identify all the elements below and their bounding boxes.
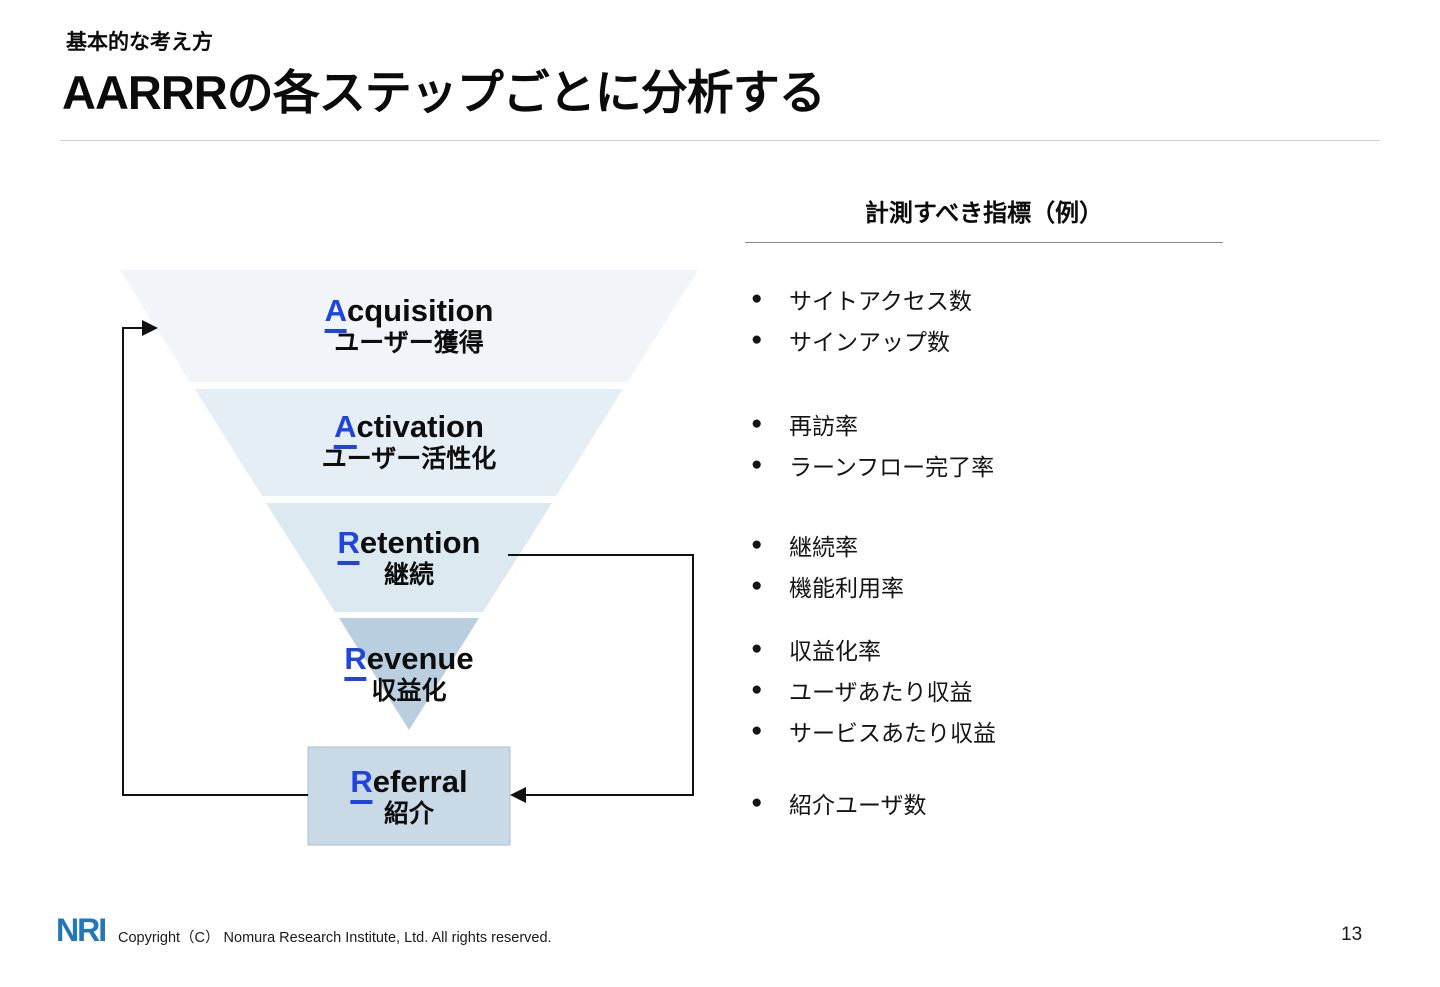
bullet-icon: ● [751,328,763,350]
metrics-group-acquisition: ● サイトアクセス数 ● サインアップ数 [745,278,1215,360]
bullet-icon: ● [751,791,763,813]
step-rest: ctivation [356,409,484,444]
step-label-en: Revenue [344,641,474,681]
funnel-band-retention [266,503,552,612]
list-item: ● 紹介ユーザ数 [745,782,1215,823]
list-item: ● 収益化率 [745,628,1215,669]
metrics-group-revenue: ● 収益化率 ● ユーザあたり収益 ● サービスあたり収益 [745,628,1215,751]
referral-box [307,746,511,846]
metric-label: ラーンフロー完了率 [789,453,995,480]
step-initial: R [337,525,360,565]
step-label-jp: 紹介 [383,800,434,828]
metric-label: 機能利用率 [789,574,904,601]
kicker: 基本的な考え方 [66,31,213,54]
bullet-icon: ● [751,719,763,741]
title-divider [60,140,1380,141]
step-initial: R [344,641,367,681]
page-title: AARRRの各ステップごとに分析する [62,66,826,119]
step-label-jp: ユーザー活性化 [321,445,497,473]
step-label-jp: ユーザー獲得 [334,329,484,357]
step-label-jp: 継続 [383,561,435,589]
metrics-group-referral: ● 紹介ユーザ数 [745,782,1215,823]
metrics-group-retention: ● 継続率 ● 機能利用率 [745,524,1215,606]
funnel-step-retention: Retention 継続 [337,525,481,591]
funnel-step-revenue: Revenue 収益化 [344,641,474,707]
funnel-step-acquisition: Acquisition ユーザー獲得 [324,293,494,359]
bullet-icon: ● [751,678,763,700]
list-item: ● サイトアクセス数 [745,278,1215,319]
nri-logo: NRI [56,912,107,948]
step-initial: A [324,293,347,333]
list-item: ● サービスあたり収益 [745,710,1215,751]
step-rest: etention [359,525,481,560]
metric-label: サイトアクセス数 [789,287,972,314]
bullet-icon: ● [751,637,763,659]
loop-arrow-retention-to-referral [508,554,694,796]
metrics-heading: 計測すべき指標（例） [745,193,1223,243]
page-number: 13 [1341,924,1363,945]
step-label-en: Referral [350,764,468,804]
step-label-en: Activation [322,409,497,449]
bullet-icon: ● [751,412,763,434]
metric-label: 収益化率 [789,637,881,664]
list-item: ● ラーンフロー完了率 [745,444,1215,485]
metrics-group-activation: ● 再訪率 ● ラーンフロー完了率 [745,403,1215,485]
funnel-band-activation [195,389,623,496]
step-label-jp: 収益化 [371,677,447,705]
bullet-icon: ● [751,533,763,555]
loop-arrow-referral-to-acquisition [122,327,308,796]
bullet-icon: ● [751,574,763,596]
bullet-icon: ● [751,287,763,309]
list-item: ● ユーザあたり収益 [745,669,1215,710]
funnel-band-revenue [339,618,479,730]
step-label-en: Acquisition [324,293,494,333]
list-item: ● 再訪率 [745,403,1215,444]
step-initial: A [334,409,357,449]
metric-label: 紹介ユーザ数 [789,791,927,818]
arrowhead-right-icon [142,320,158,336]
step-label-en: Retention [337,525,481,565]
metric-label: 継続率 [789,533,858,560]
step-initial: R [350,764,373,804]
list-item: ● 機能利用率 [745,565,1215,606]
step-rest: evenue [366,641,474,676]
list-item: ● 継続率 [745,524,1215,565]
list-item: ● サインアップ数 [745,319,1215,360]
funnel-band-acquisition [120,270,698,382]
bullet-icon: ● [751,453,763,475]
metric-label: 再訪率 [789,412,858,439]
step-rest: cquisition [347,293,494,328]
metric-label: ユーザあたり収益 [789,678,973,705]
step-rest: eferral [372,764,468,799]
copyright-text: Copyright（C） Nomura Research Institute, … [118,930,552,946]
funnel-step-activation: Activation ユーザー活性化 [321,409,497,475]
metric-label: サービスあたり収益 [789,719,996,746]
funnel-step-referral: Referral 紹介 [350,764,468,830]
metric-label: サインアップ数 [789,328,950,355]
arrowhead-left-icon [510,787,526,803]
